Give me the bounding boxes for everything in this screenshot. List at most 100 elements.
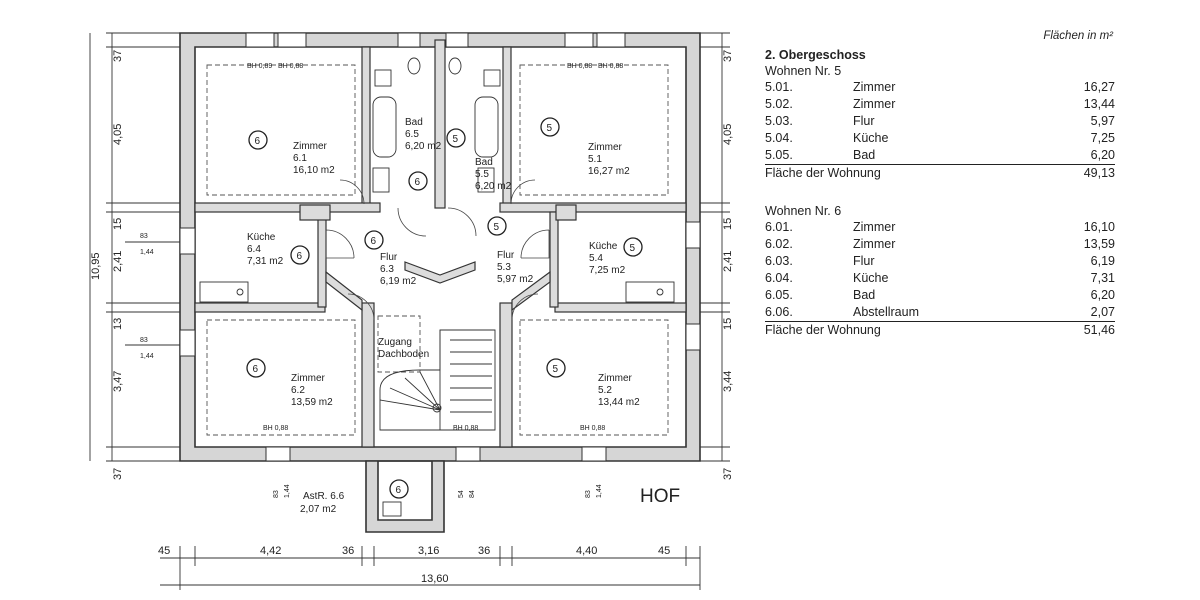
svg-text:37: 37 [112,468,124,480]
svg-text:45: 45 [158,545,170,557]
svg-text:6,20 m2: 6,20 m2 [475,181,512,192]
svg-text:5.5: 5.5 [475,169,489,180]
svg-text:6: 6 [297,251,303,262]
svg-text:Zimmer: Zimmer [293,141,328,152]
svg-text:Zugang: Zugang [378,337,412,348]
svg-text:5: 5 [453,134,459,145]
svg-text:36: 36 [478,545,490,557]
svg-text:1,44: 1,44 [140,353,154,360]
svg-text:36: 36 [342,545,354,557]
svg-text:5.2: 5.2 [598,385,612,396]
svg-text:BH 0,88: BH 0,88 [453,425,478,432]
svg-text:54: 54 [458,490,465,498]
floor-plan: BH 0,89 BH 0,88 BH 0,88 BH 0,88 BH 0,88 … [89,32,734,590]
svg-text:3,44: 3,44 [722,371,734,392]
svg-text:Dachboden: Dachboden [378,349,429,360]
svg-text:45: 45 [658,545,670,557]
svg-text:5.4: 5.4 [589,253,603,264]
svg-text:15: 15 [722,318,734,330]
svg-text:6: 6 [371,236,377,247]
svg-text:Zimmer: Zimmer [598,373,633,384]
room-labels: Zimmer 6.1 16,10 m2 Bad 6.5 6,20 m2 Bad … [247,117,640,515]
dimensions-bottom: 45 4,42 36 3,16 36 4,40 45 13,60 [158,545,701,590]
kitchen-counters [199,281,675,303]
svg-text:37: 37 [722,50,734,62]
svg-text:Küche: Küche [247,232,276,243]
svg-text:6: 6 [415,177,421,188]
svg-text:13,59 m2: 13,59 m2 [291,397,333,408]
svg-text:BH 0,88: BH 0,88 [580,425,605,432]
svg-text:15: 15 [112,218,124,230]
svg-text:AstR. 6.6: AstR. 6.6 [303,491,345,502]
svg-text:2,41: 2,41 [722,251,734,272]
door-swings [325,179,550,321]
svg-text:Zimmer: Zimmer [291,373,326,384]
svg-text:5: 5 [547,123,553,134]
svg-text:16,10 m2: 16,10 m2 [293,165,335,176]
svg-text:2,41: 2,41 [112,251,124,272]
svg-text:3,16: 3,16 [418,545,439,557]
svg-text:6,19 m2: 6,19 m2 [380,276,417,287]
svg-text:2,07 m2: 2,07 m2 [300,504,337,515]
svg-text:4,42: 4,42 [260,545,281,557]
svg-text:5.3: 5.3 [497,262,511,273]
svg-text:4,40: 4,40 [576,545,597,557]
svg-text:10,95: 10,95 [90,252,102,280]
svg-text:4,05: 4,05 [112,124,124,145]
svg-text:37: 37 [112,50,124,62]
unit-title: Wohnen Nr. 5 [765,64,842,78]
svg-text:4,05: 4,05 [722,124,734,145]
dimensions-left: 37 4,05 15 2,41 13 3,47 37 10,95 [89,32,180,480]
interior-walls [194,39,687,448]
svg-text:6.5: 6.5 [405,129,419,140]
svg-text:83: 83 [140,337,148,344]
svg-text:84: 84 [469,490,476,498]
bath-fixtures [372,57,501,193]
area-table: Flächen in m² 2. Obergeschoss Wohnen Nr.… [765,30,1115,339]
svg-text:5: 5 [630,243,636,254]
svg-text:7,31 m2: 7,31 m2 [247,256,284,267]
svg-text:Bad: Bad [405,117,423,128]
svg-text:6.3: 6.3 [380,264,394,275]
svg-text:83: 83 [585,490,592,498]
svg-text:1,44: 1,44 [140,249,154,256]
svg-text:Küche: Küche [589,241,618,252]
svg-text:13,44 m2: 13,44 m2 [598,397,640,408]
svg-text:6: 6 [255,136,261,147]
svg-text:5: 5 [494,222,500,233]
floor-heading: 2. Obergeschoss [765,48,866,62]
window-dims: 83 1,44 83 1,44 83 1,44 54 84 83 1,44 [125,233,603,498]
staircase [379,329,496,431]
hof-label: HOF [640,486,680,507]
room-outlines [206,64,669,436]
svg-text:7,25 m2: 7,25 m2 [589,265,626,276]
svg-text:13: 13 [112,318,124,330]
svg-text:6: 6 [253,364,259,375]
svg-text:37: 37 [722,468,734,480]
svg-text:6.1: 6.1 [293,153,307,164]
svg-text:6: 6 [396,485,402,496]
svg-text:6,20 m2: 6,20 m2 [405,141,442,152]
svg-text:BH 0,88: BH 0,88 [567,63,592,70]
svg-text:Flur: Flur [497,250,515,261]
svg-text:5: 5 [553,364,559,375]
windows [179,32,701,462]
svg-text:83: 83 [273,490,280,498]
svg-text:13,60: 13,60 [421,573,449,585]
svg-text:5.1: 5.1 [588,154,602,165]
svg-text:16,27 m2: 16,27 m2 [588,166,630,177]
